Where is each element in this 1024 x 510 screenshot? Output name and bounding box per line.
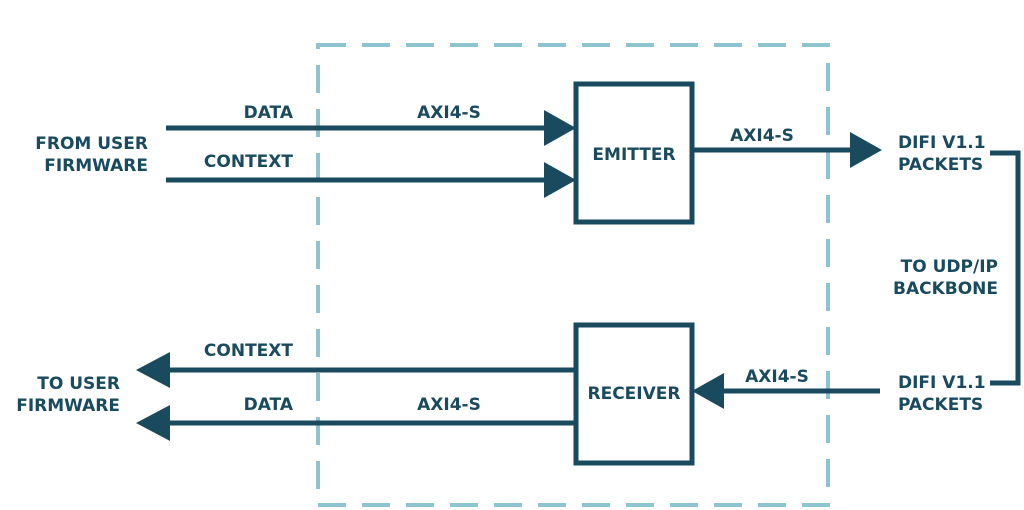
difi-out-line2: PACKETS bbox=[898, 155, 983, 175]
context-out-label: CONTEXT bbox=[204, 341, 293, 361]
backbone-bracket bbox=[990, 150, 1021, 386]
emitter-block bbox=[573, 81, 695, 225]
to-user-firmware-line2: FIRMWARE bbox=[16, 396, 120, 416]
difi-in-line2: PACKETS bbox=[898, 395, 983, 415]
difi-in-line1: DIFI V1.1 bbox=[898, 373, 986, 393]
from-user-firmware-line1: FROM USER bbox=[35, 134, 148, 154]
receiver-block bbox=[573, 322, 695, 466]
emitter-label: EMITTER bbox=[592, 145, 675, 165]
receiver-in-arrowhead bbox=[692, 373, 724, 409]
core-boundary bbox=[316, 43, 830, 507]
axi-emitter-out-label: AXI4-S bbox=[730, 126, 794, 146]
data-out-arrowhead bbox=[136, 405, 170, 441]
data-in-label: DATA bbox=[244, 103, 294, 123]
backbone-line1: TO UDP/IP bbox=[901, 257, 998, 277]
context-in-label: CONTEXT bbox=[204, 152, 293, 172]
axi-out-label: AXI4-S bbox=[417, 395, 481, 415]
context-out-arrowhead bbox=[136, 352, 170, 388]
from-user-firmware-line2: FIRMWARE bbox=[44, 156, 148, 176]
data-in-arrowhead bbox=[544, 110, 576, 146]
emitter-out-arrowhead bbox=[850, 132, 882, 168]
to-user-firmware-line1: TO USER bbox=[37, 374, 120, 394]
receiver-label: RECEIVER bbox=[588, 384, 681, 404]
context-in-arrowhead bbox=[544, 162, 576, 198]
backbone-line2: BACKBONE bbox=[893, 279, 998, 299]
axi-receiver-in-label: AXI4-S bbox=[745, 367, 809, 387]
data-out-label: DATA bbox=[244, 395, 294, 415]
difi-out-line1: DIFI V1.1 bbox=[898, 133, 986, 153]
axi-in-label: AXI4-S bbox=[417, 103, 481, 123]
